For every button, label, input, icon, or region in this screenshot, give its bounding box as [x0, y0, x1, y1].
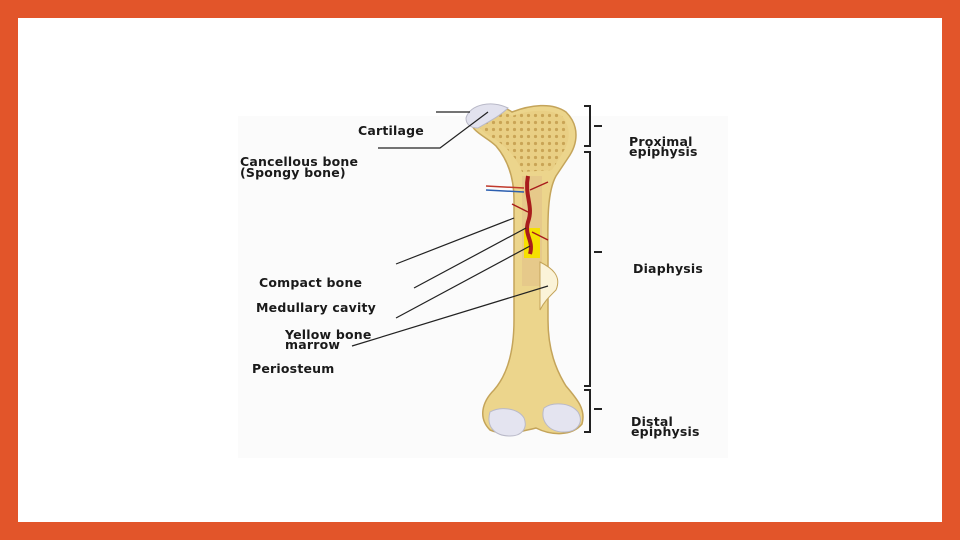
artery-entry — [485, 185, 525, 189]
bone-diagram: Cartilage Cancellous bone (Spongy bone) … — [238, 103, 728, 458]
label-cartilage: Cartilage — [358, 123, 424, 138]
label-distal-line1: Distal — [631, 414, 673, 429]
slide: Cartilage Cancellous bone (Spongy bone) … — [18, 18, 942, 522]
distal-cartilage-left — [488, 408, 526, 437]
label-proximal-line2: epiphysis — [629, 144, 698, 159]
label-yellow-marrow-line2: marrow — [285, 337, 341, 352]
label-proximal-line1: Proximal — [629, 134, 693, 149]
leader-medullary-cavity — [413, 227, 527, 289]
periosteum-flap — [539, 261, 559, 311]
vein-entry — [485, 189, 525, 193]
label-cancellous-line2: (Spongy bone) — [240, 165, 346, 180]
leader-yellow-marrow — [395, 245, 531, 319]
bracket-proximal — [584, 105, 591, 147]
leader-compact-bone — [395, 217, 515, 265]
label-compact-bone: Compact bone — [259, 275, 363, 290]
bracket-distal — [584, 389, 591, 433]
label-diaphysis: Diaphysis — [633, 261, 704, 276]
label-medullary-cavity: Medullary cavity — [256, 300, 377, 315]
leader-periosteum — [351, 285, 549, 347]
cartilage-cap — [465, 103, 509, 129]
label-distal-line2: epiphysis — [631, 424, 700, 439]
blood-vessel-branch — [511, 181, 549, 241]
distal-cartilage-right — [542, 403, 581, 433]
leader-cancellous — [378, 111, 489, 149]
blood-vessel — [525, 175, 533, 255]
cancellous-bone-region — [478, 110, 569, 172]
label-yellow-marrow-line1: Yellow bone — [285, 327, 372, 342]
bracket-diaphysis — [584, 151, 591, 387]
label-periosteum: Periosteum — [252, 361, 335, 376]
label-cancellous-line1: Cancellous bone — [240, 154, 359, 169]
region-brackets — [584, 105, 602, 433]
leader-lines — [351, 111, 549, 347]
